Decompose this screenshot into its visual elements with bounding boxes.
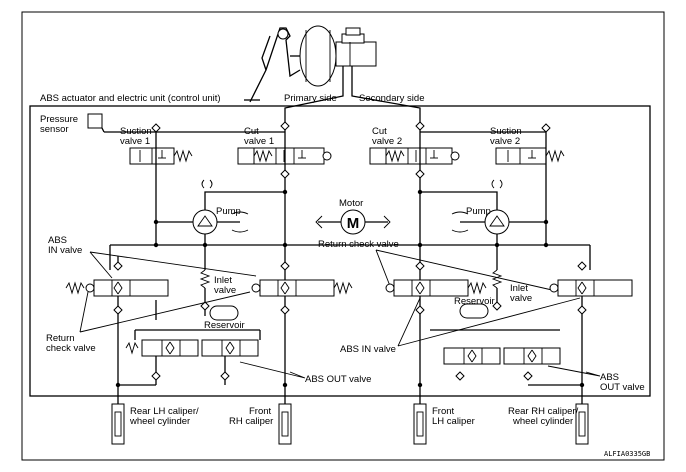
outer-frame [21,11,665,461]
inlet-valve-right-label: Inlet [510,283,528,294]
abs-in-valve-right-label: ABS IN valve [340,344,396,355]
front-lh-label-2: LH caliper [432,416,475,427]
abs-in-valve-left-label-2: IN valve [48,245,82,256]
abs-out-valve-left-label: ABS OUT valve [305,374,371,385]
cut-valve-1 [237,147,332,165]
suction-valve-1-label-2: valve 1 [120,136,150,147]
reservoir-left-label: Reservoir [204,320,245,331]
reservoir-right: Reservoir [454,296,495,319]
check-valves-top [151,121,551,179]
motor: Motor M [315,198,391,235]
secondary-side-label: Secondary side [359,93,424,104]
suction-valve-2-label-2: valve 2 [490,136,520,147]
front-lh-caliper: Front LH caliper [413,403,475,445]
abs-in-valve-rear-rh [549,261,633,297]
cut-valve-2-label-2: valve 2 [372,136,402,147]
rear-lh-caliper: Rear LH caliper/ wheel cylinder [111,403,199,445]
pump-left: Pump [156,179,285,245]
motor-symbol: M [347,215,360,232]
pump-right: Pump [420,179,546,245]
return-check-valve-left-label: Return [46,333,75,344]
abs-out-valve-right-label: ABS [600,372,619,383]
abs-in-valve-front-rh [251,261,353,297]
pump-right-label: Pump [466,206,491,217]
inlet-valve-left: Inlet valve [199,245,236,316]
reservoir-right-label: Reservoir [454,296,495,307]
rear-lh-label-2: wheel cylinder [129,416,190,427]
abs-out-valve-right-label-2: OUT valve [600,382,645,393]
abs-in-valve-front-lh [385,261,487,297]
control-unit-boundary [29,105,651,397]
front-rh-caliper: Front RH caliper [229,403,292,445]
reservoir-left: Reservoir [204,305,245,331]
abs-in-valve-left-label: ABS [48,235,67,246]
pressure-sensor-label-2: sensor [40,124,69,135]
inlet-valve-left-label: Inlet [214,275,232,286]
rear-lh-label: Rear LH caliper/ [130,406,199,417]
control-unit-label: ABS actuator and electric unit (control … [40,93,221,104]
suction-valve-1 [129,147,193,165]
rear-rh-label: Rear RH caliper/ [508,406,579,417]
rear-rh-caliper: Rear RH caliper/ wheel cylinder [508,403,589,445]
inlet-valve-right-label-2: valve [510,293,532,304]
return-check-valve-right-label: Return check valve [318,239,399,250]
abs-in-valve-rear-lh [65,256,169,297]
front-lh-label: Front [432,406,455,417]
inlet-valve-left-label-2: valve [214,285,236,296]
cut-valve-2 [369,147,460,165]
return-check-valve-left-label-2: check valve [46,343,96,354]
inlet-valve-right: Inlet valve [491,245,532,311]
primary-side-label: Primary side [284,93,337,104]
front-rh-label: Front [249,406,272,417]
pressure-sensor-label: Pressure [40,114,78,125]
cut-valve-1-label: Cut [244,126,259,137]
suction-valve-1-label: Suction [120,126,152,137]
cut-valve-1-label-2: valve 1 [244,136,274,147]
suction-valve-2 [495,147,565,165]
cut-valve-2-label: Cut [372,126,387,137]
figure-code: ALFIA0335GB [604,450,650,458]
pressure-sensor: Pressure sensor [40,113,285,135]
abs-out-valves-right [430,329,561,381]
motor-label: Motor [339,198,363,209]
abs-out-valves-left [125,300,261,385]
front-rh-label-2: RH caliper [229,416,273,427]
rear-rh-label-2: wheel cylinder [512,416,573,427]
brake-pedal-assembly [244,25,377,103]
pump-left-label: Pump [216,206,241,217]
